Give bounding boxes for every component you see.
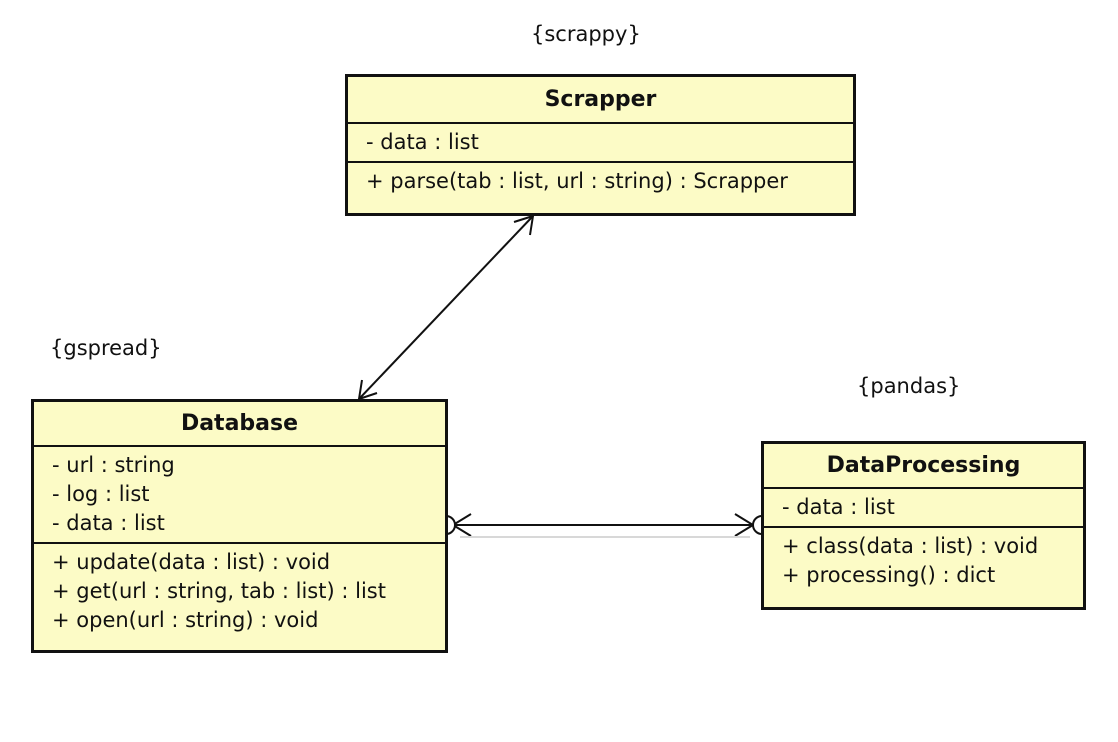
operations-compartment: + class(data : list) : void + processing… [764,526,1083,594]
attribute: - data : list [782,495,895,519]
dataprocessing-class[interactable]: DataProcessing - data : list + class(dat… [761,441,1086,610]
arrowhead-scrapper-end [513,214,535,236]
operations-compartment: + update(data : list) : void + get(url :… [34,542,445,639]
operation: + parse(tab : list, url : string) : Scra… [366,169,788,193]
processing-constraint-label: {pandas} [857,374,961,398]
attributes-compartment: - data : list [764,489,1083,526]
database-class[interactable]: Database - url : string - log : list - d… [31,399,448,653]
operation: + open(url : string) : void [52,608,319,632]
operations-compartment: + parse(tab : list, url : string) : Scra… [348,161,853,200]
operation: + update(data : list) : void [52,550,331,574]
scrapper-constraint-label: {scrappy} [531,22,641,46]
scrapper-class[interactable]: Scrapper - data : list + parse(tab : lis… [345,74,856,216]
class-name: Database [34,402,445,447]
attribute: - url : string [52,453,175,477]
attribute: - data : list [366,130,479,154]
operation: + get(url : string, tab : list) : list [52,579,386,603]
attributes-compartment: - data : list [348,124,853,161]
attribute: - log : list [52,482,150,506]
attributes-compartment: - url : string - log : list - data : lis… [34,447,445,542]
attribute: - data : list [52,511,165,535]
class-name: DataProcessing [764,444,1083,489]
operation: + class(data : list) : void [782,534,1039,558]
scrapper-database-association[interactable] [358,215,534,400]
class-name: Scrapper [348,77,853,124]
operation: + processing() : dict [782,563,996,587]
database-constraint-label: {gspread} [50,336,162,360]
